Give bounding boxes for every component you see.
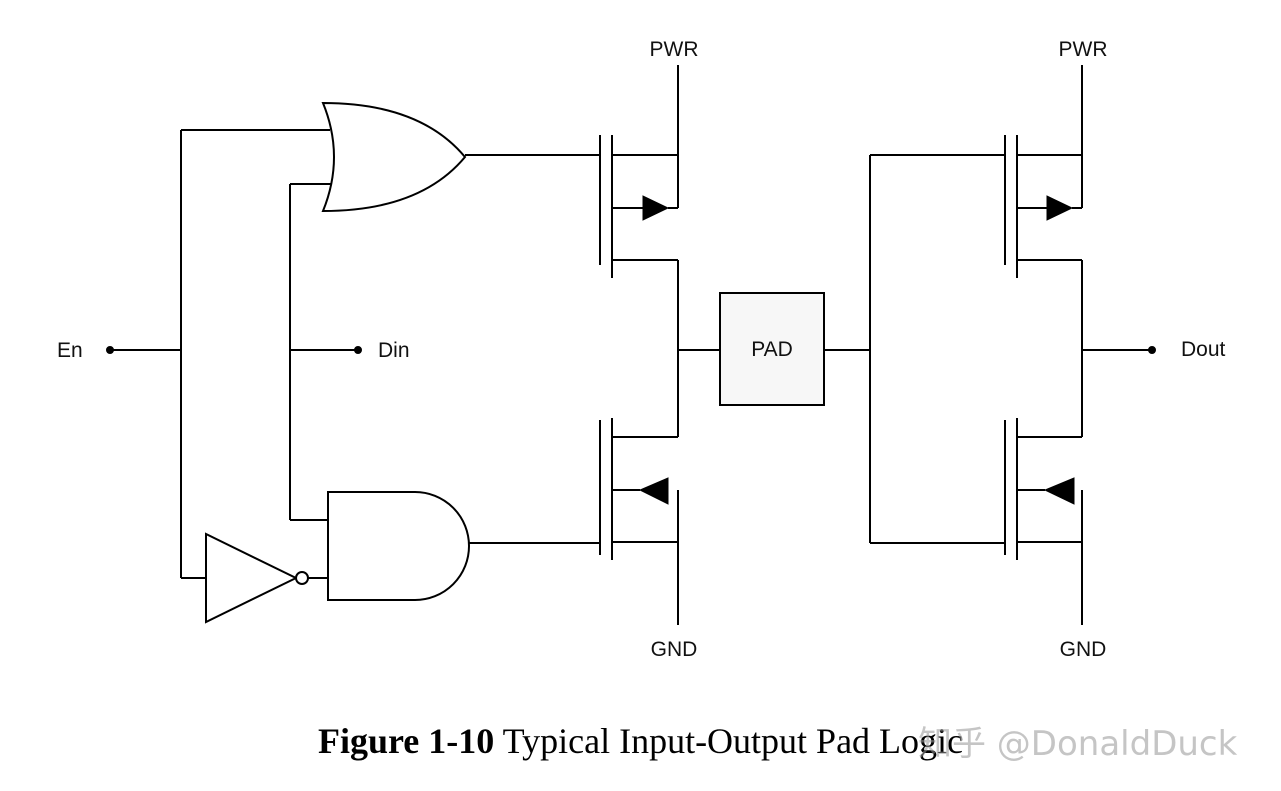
nmos-right-arrow <box>1043 477 1075 505</box>
inverter-bubble <box>295 571 309 585</box>
pwr-right-label: PWR <box>1059 38 1108 61</box>
pwr-left-label: PWR <box>650 38 699 61</box>
dout-label: Dout <box>1181 338 1226 361</box>
and-gate <box>327 491 470 601</box>
din-label: Din <box>378 339 410 362</box>
pmos-left <box>599 65 679 278</box>
en-label: En <box>57 339 83 362</box>
figure-title: Typical Input-Output Pad Logic <box>502 721 964 761</box>
pmos-right <box>1004 65 1083 278</box>
or-gate <box>321 101 467 213</box>
nmos-left <box>599 418 679 625</box>
nmos-left-arrow <box>638 477 669 505</box>
dout-terminal-dot <box>1148 346 1156 354</box>
pmos-right-arrow <box>1046 195 1074 221</box>
pmos-left-arrow <box>642 195 670 221</box>
figure-caption: Figure 1-10 Typical Input-Output Pad Log… <box>0 720 1281 762</box>
gnd-left-label: GND <box>651 638 698 661</box>
nmos-right <box>1004 418 1083 625</box>
pad-box <box>719 292 825 406</box>
watermark: 知乎 @DonaldDuck <box>918 724 1238 764</box>
gnd-right-label: GND <box>1060 638 1107 661</box>
figure-number: Figure 1-10 <box>317 721 495 761</box>
din-net <box>289 183 362 521</box>
pad-label: PAD <box>751 338 793 361</box>
inverter <box>205 532 328 624</box>
en-net <box>106 129 330 579</box>
